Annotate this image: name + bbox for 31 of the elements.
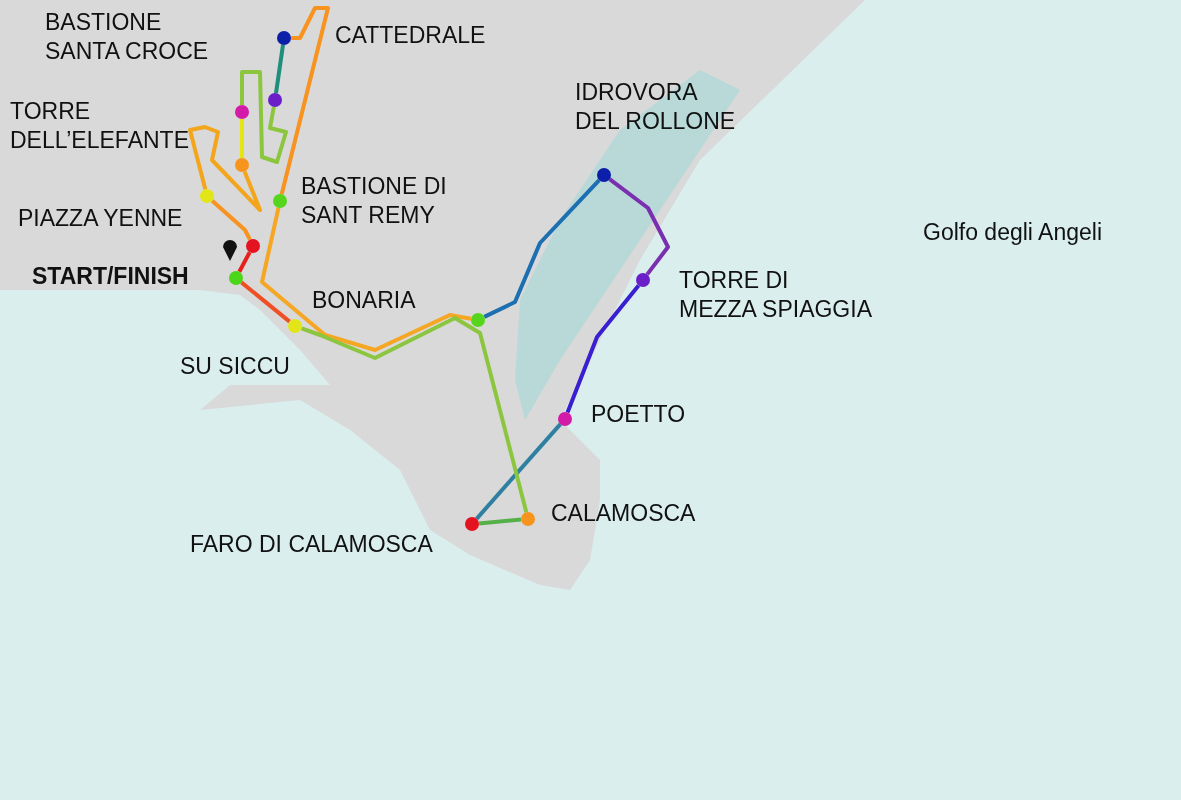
place-name: START/FINISH [32, 262, 189, 291]
place-name: BASTIONE SANTA CROCE [45, 8, 209, 66]
route-line [608, 177, 670, 276]
place-name: BASTIONE DI SANT REMY [301, 172, 447, 230]
route-line [188, 125, 262, 212]
place-name: TORRE DI MEZZA SPIAGGIA [679, 266, 872, 324]
place-name: CATTEDRALE [335, 21, 486, 50]
place-name: TORRE DELL’ELEFANTE [10, 97, 189, 155]
route-line [260, 207, 472, 352]
route-line [237, 251, 252, 273]
route-line [565, 284, 641, 414]
place-name: SU SICCU [180, 352, 290, 381]
stop-dot [636, 273, 650, 287]
route-line [478, 517, 522, 526]
place-name: CALAMOSCA [551, 499, 696, 528]
route-line [300, 316, 529, 513]
place-name: POETTO [591, 400, 686, 429]
route-line [240, 119, 244, 158]
route-line [475, 422, 562, 521]
place-name: IDROVORA DEL ROLLONE [575, 78, 736, 136]
route-line [240, 70, 288, 164]
place-name: PIAZZA YENNE [18, 204, 183, 233]
route-line [483, 178, 601, 319]
place-name: BONARIA [312, 286, 416, 315]
route-line [279, 6, 330, 195]
route-line [210, 199, 252, 241]
place-name: FARO DI CALAMOSCA [190, 530, 433, 559]
route-line [274, 44, 285, 94]
sea-name: Golfo degli Angeli [923, 218, 1102, 247]
stop-dot [558, 412, 572, 426]
route-line [240, 280, 291, 324]
